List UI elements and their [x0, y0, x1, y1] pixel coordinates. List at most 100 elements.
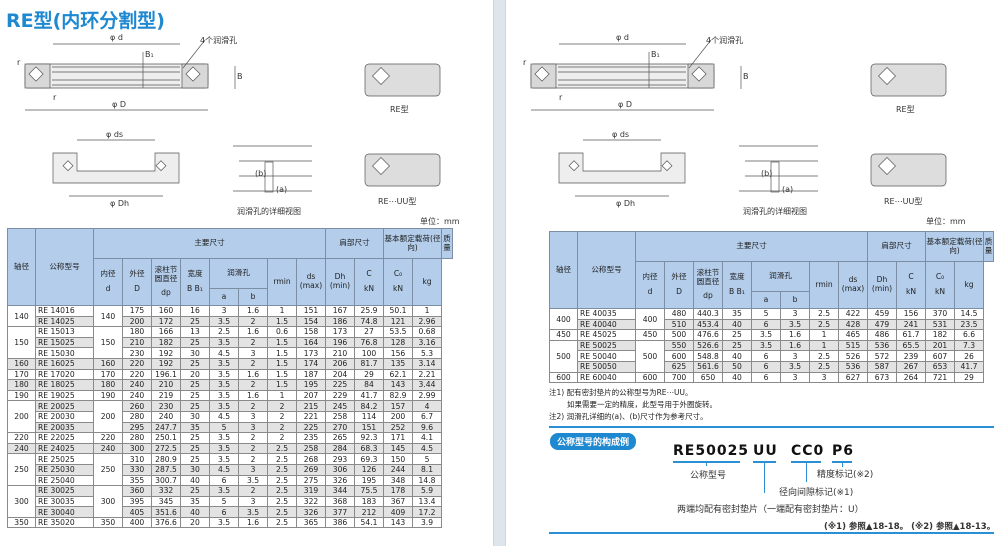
load-c0: 244: [383, 463, 413, 476]
lube-b: 2: [238, 379, 268, 391]
code-model: RE50025: [673, 443, 750, 459]
lube-holes-label: 4个润滑孔: [200, 36, 238, 45]
shaft-dia: 500: [549, 339, 578, 373]
dh-min: 673: [867, 371, 897, 384]
lube-b: 3.5: [780, 360, 810, 373]
ds-max: 258: [296, 442, 326, 455]
header-width-symbol: B B₁: [729, 287, 745, 296]
outer-d: 220: [122, 357, 152, 370]
inner-d: 400: [635, 307, 665, 331]
load-c: 81.7: [354, 357, 384, 370]
lube-a: 3.5: [209, 400, 239, 412]
width-b: 25: [180, 432, 210, 444]
ds-max: 207: [296, 389, 326, 402]
leader: [806, 461, 807, 482]
width-b: 20: [180, 368, 210, 381]
pitch-dp: 440.3: [693, 308, 723, 320]
lube-a: 5: [209, 421, 239, 434]
model: RE 25025: [35, 453, 94, 465]
ds-max: 627: [838, 371, 868, 384]
pitch-dp: 272.5: [151, 442, 181, 455]
width-b: 35: [180, 495, 210, 508]
outer-d: 330: [122, 463, 152, 476]
header-load: 基本额定载荷(径向): [925, 231, 984, 262]
lube-a: 6: [751, 360, 781, 373]
ds-max: 536: [838, 360, 868, 373]
page-title: RE型(内环分割型): [6, 10, 165, 32]
clearance-label: 径向间隙标记(※1): [779, 488, 854, 498]
load-c: 54.1: [354, 516, 384, 529]
pitch-dp: 166: [151, 326, 181, 338]
outer-d: 400: [122, 516, 152, 529]
width-b: 16: [180, 305, 210, 317]
inner-d: 450: [635, 329, 665, 341]
lube-a: 3.5: [209, 516, 239, 529]
dh-min: 225: [325, 379, 355, 391]
header-dh-text: Dh (min): [871, 275, 893, 293]
load-c0: 50.1: [383, 305, 413, 317]
model: RE 40035: [577, 308, 636, 320]
header-dh: Dh (min): [867, 261, 897, 309]
lube-a: 3: [209, 305, 239, 317]
b1-label: B₁: [145, 50, 154, 59]
lube-a-label: (a): [276, 185, 288, 194]
width-b: 25: [180, 379, 210, 391]
ds-max: 526: [838, 350, 868, 362]
load-c: 76.8: [354, 336, 384, 349]
lube-a: 6: [209, 506, 239, 518]
lube-a: 6: [751, 318, 781, 331]
lube-b: 2: [238, 357, 268, 370]
pitch-dp: 192: [151, 357, 181, 370]
code-precision: P6: [832, 443, 855, 459]
model: RE 14025: [35, 315, 94, 328]
lube-b: 3: [238, 463, 268, 476]
ds-max: 187: [296, 368, 326, 381]
model: RE 60040: [577, 371, 636, 384]
lube-a: 4.5: [209, 347, 239, 359]
model: RE 25040: [35, 474, 94, 487]
bearing-section-drawing: [530, 39, 947, 197]
r-label: r: [559, 93, 563, 102]
r-min: 2.5: [267, 463, 297, 476]
model: RE 19025: [35, 389, 94, 402]
b1-label: B₁: [651, 50, 660, 59]
header-model: 公称型号: [35, 228, 94, 306]
header-outer-symbol: D: [134, 284, 140, 293]
header-b-text: b: [792, 294, 798, 304]
outer-d: 240: [122, 379, 152, 391]
width-b: 25: [180, 400, 210, 412]
header-kg: kg: [412, 258, 442, 306]
lube-b: 2: [238, 336, 268, 349]
re-uu-type-caption: RE⋯UU型: [884, 197, 923, 206]
dh-min: 284: [325, 442, 355, 455]
load-c: 65.5: [896, 339, 926, 352]
mass-kg: 23.5: [954, 318, 984, 331]
lube-b: 1.6: [780, 329, 810, 341]
ds-max: 275: [296, 474, 326, 487]
lube-b: 3.5: [238, 474, 268, 487]
r-min: 2.5: [809, 360, 839, 373]
r-min: 2: [267, 432, 297, 444]
inner-d: 180: [93, 379, 123, 391]
load-c: 183: [354, 495, 384, 508]
header-load-text: 基本额定载荷(径向): [926, 236, 983, 255]
header-lube-text: 润滑孔: [769, 271, 792, 281]
load-c: 69.3: [354, 453, 384, 465]
lube-b: 3: [238, 410, 268, 423]
lube-a: 3.5: [209, 379, 239, 391]
ds-max: 235: [296, 432, 326, 444]
outer-d: 280: [122, 432, 152, 444]
load-c0: 171: [383, 432, 413, 444]
outer-d: 310: [122, 453, 152, 465]
header-c-symbol: kN: [905, 287, 917, 296]
width-b: 30: [180, 410, 210, 423]
header-shoulder: 肩部尺寸: [325, 228, 384, 259]
header-model-text: 公称型号: [591, 264, 622, 274]
model: RE 17020: [35, 368, 94, 381]
